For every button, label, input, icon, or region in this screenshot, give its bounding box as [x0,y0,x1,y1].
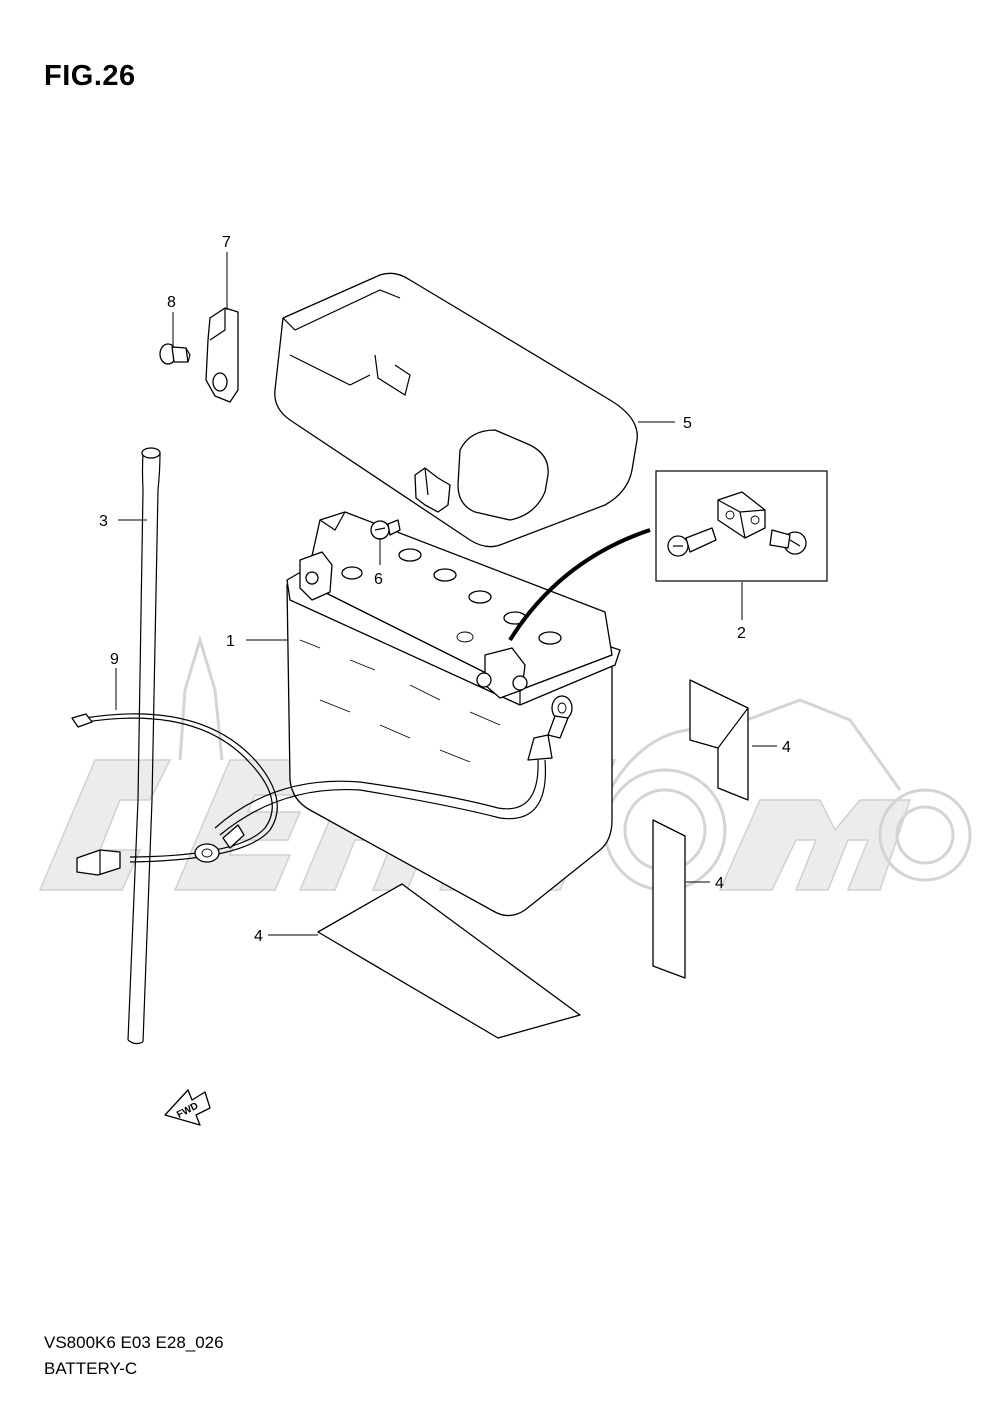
fwd-arrow: FWD [164,1089,211,1126]
callout-8: 8 [167,294,176,311]
battery-lead-cable [194,695,573,863]
leader-lines [115,252,777,936]
bracket-part-7 [205,307,239,403]
callout-5: 5 [683,415,692,432]
callout-4-middle: 4 [715,875,724,892]
callout-4-upper: 4 [782,739,791,756]
callout-9: 9 [110,651,119,668]
pad-part-4-upper-right [689,679,749,801]
callout-2: 2 [737,625,746,642]
callout-3: 3 [99,513,108,530]
callout-7: 7 [222,234,231,251]
terminal-bolt-inset [655,470,828,582]
figure-title: FIG.26 [44,60,136,92]
bolt-part-8 [159,343,191,365]
battery-cover [274,272,638,548]
callout-6: 6 [374,571,383,588]
section-name: BATTERY-C [44,1359,138,1378]
breather-tube-part-3 [127,447,161,1045]
pad-part-4-bottom [317,883,581,1039]
pad-part-4-lower-right [652,819,686,979]
battery-body [286,511,621,917]
callout-1: 1 [226,633,235,650]
cover-clip [414,467,451,513]
model-code: VS800K6 E03 E28_026 [44,1333,224,1352]
callout-4-bottom: 4 [254,928,263,945]
